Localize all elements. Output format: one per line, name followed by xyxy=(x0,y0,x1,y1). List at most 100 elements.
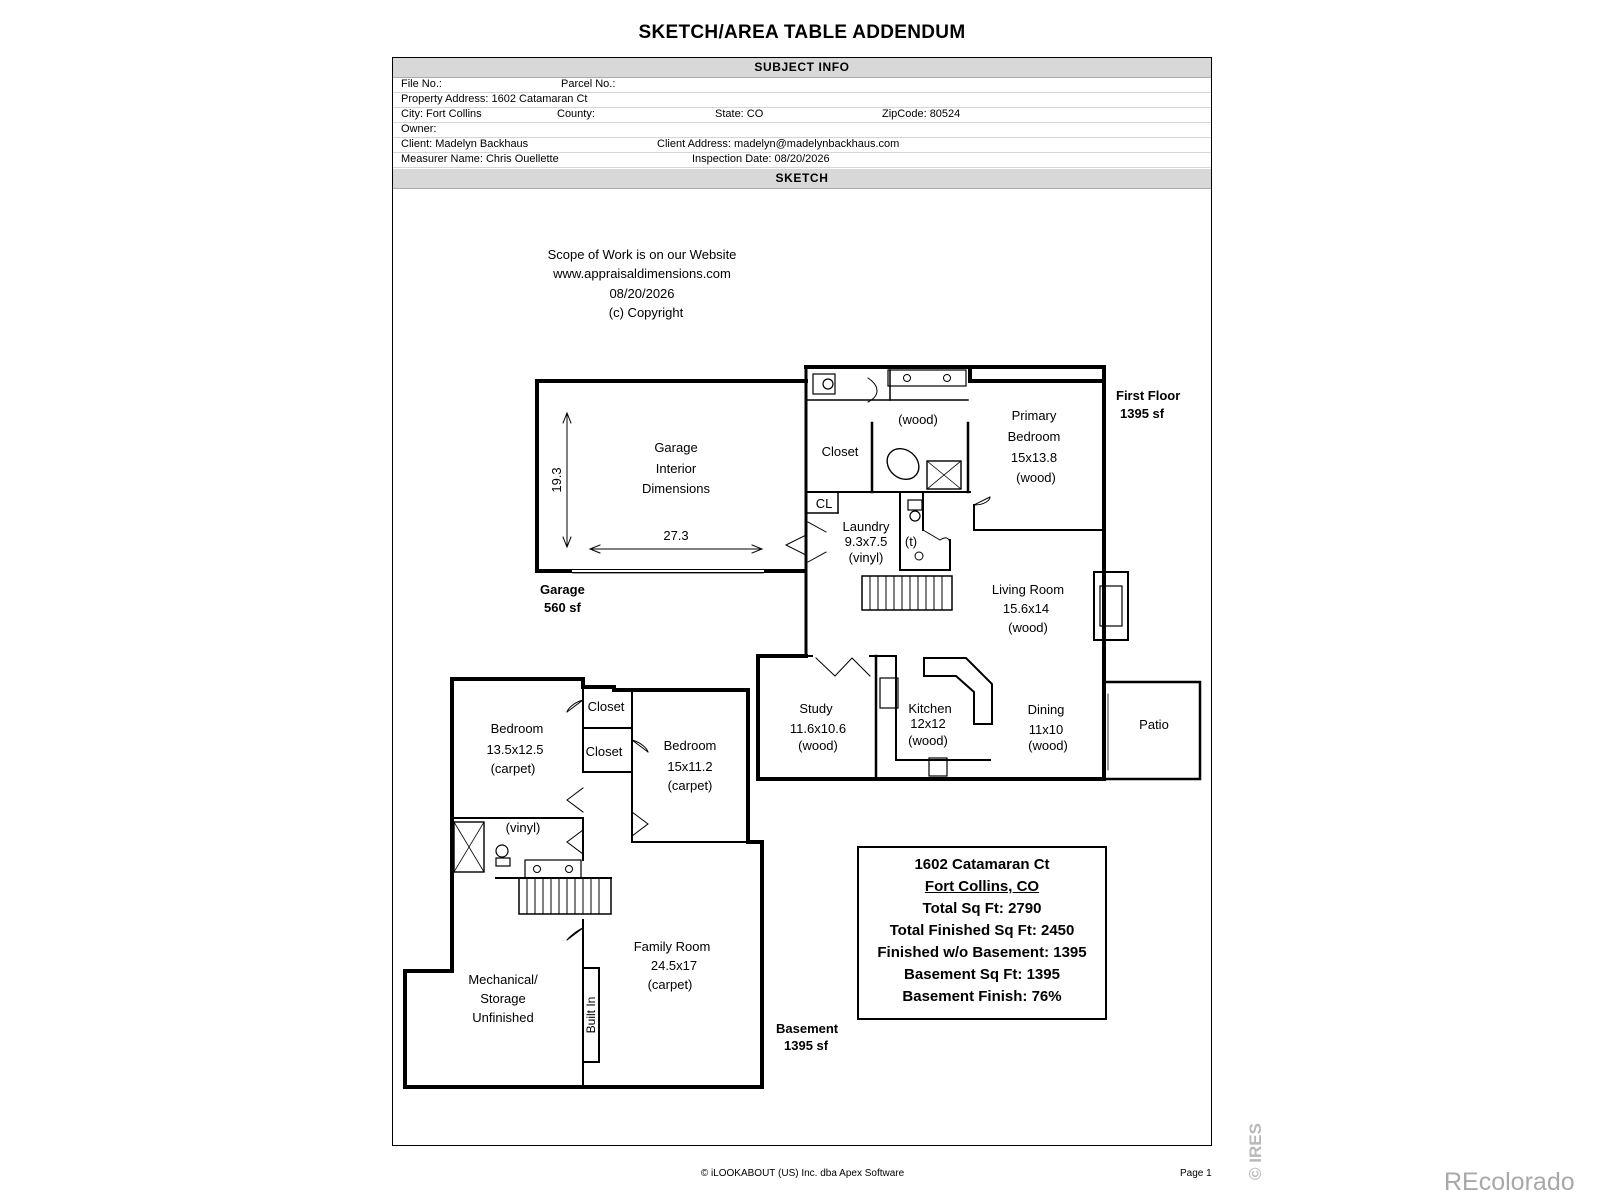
dining-line-2: 11x10 xyxy=(1029,722,1063,737)
door-swing-laundry xyxy=(807,521,827,563)
shower-upper xyxy=(926,460,962,490)
bedroom-left-line-3: (carpet) xyxy=(491,761,536,776)
family-room-line-1: Family Room xyxy=(634,939,711,954)
door-mechanical xyxy=(566,927,584,941)
basement-area: 1395 sf xyxy=(784,1038,829,1053)
shower-basement xyxy=(453,821,485,873)
stairs-basement-treads xyxy=(526,877,600,915)
mechanical-line-2: Storage xyxy=(480,991,526,1006)
door-swing-primary xyxy=(973,496,991,506)
family-room-line-3: (carpet) xyxy=(648,977,693,992)
summary-basement-sqft: Basement Sq Ft: 1395 xyxy=(904,966,1060,983)
door-swing-study-french xyxy=(815,657,871,677)
living-room-line-2: 15.6x14 xyxy=(1003,601,1049,616)
fireplace xyxy=(1093,571,1129,641)
halfbath-toilet xyxy=(909,510,921,522)
first-floor-top-bump xyxy=(804,365,1106,383)
state: State: CO xyxy=(715,108,764,120)
garage-width-label: 27.3 xyxy=(663,528,688,543)
client: Client: Madelyn Backhaus xyxy=(401,138,529,150)
basement-label: Basement xyxy=(776,1021,839,1036)
bedroom-left-line-1: Bedroom xyxy=(491,721,544,736)
door-bedroom-right xyxy=(631,811,649,837)
living-room-line-3: (wood) xyxy=(1008,620,1048,635)
bedroom-left-line-2: 13.5x12.5 xyxy=(486,742,543,757)
mechanical-line-1: Mechanical/ xyxy=(468,972,538,987)
fireplace-box xyxy=(1099,585,1123,627)
basement-outline xyxy=(403,677,764,1089)
scope-line-1: Scope of Work is on our Website xyxy=(548,247,737,262)
basement-sink-1 xyxy=(533,865,541,873)
footer-page-number: Page 1 xyxy=(1180,1168,1212,1179)
study-line-1: Study xyxy=(799,701,833,716)
city: City: Fort Collins xyxy=(401,108,482,120)
family-room-line-2: 24.5x17 xyxy=(651,958,697,973)
garage-label: Garage xyxy=(540,582,585,597)
row-file: File No.: Parcel No.: xyxy=(393,77,1211,93)
built-in-label: Built In xyxy=(584,997,598,1034)
primary-bedroom-line-2: Bedroom xyxy=(1008,429,1061,444)
row-owner: Owner: xyxy=(393,122,1211,138)
closet-b-label: Closet xyxy=(586,744,623,759)
stairs-first-floor-treads xyxy=(869,575,943,611)
toilet-basement xyxy=(495,844,509,858)
kitchen-line-1: Kitchen xyxy=(908,701,951,716)
sketch-header: SKETCH xyxy=(393,169,1211,189)
measurer: Measurer Name: Chris Ouellette xyxy=(401,153,559,165)
summary-total-finished: Total Finished Sq Ft: 2450 xyxy=(889,922,1075,939)
cl-label: CL xyxy=(816,496,833,511)
stairs-first-floor xyxy=(861,575,953,611)
bath-up-label: (wood) xyxy=(898,412,938,427)
area-summary-box: 1602 Catamaran Ct Fort Collins, CO Total… xyxy=(857,846,1107,1020)
dining-line-3: (wood) xyxy=(1028,738,1068,753)
study-line-2: 11.6x10.6 xyxy=(790,721,846,736)
shower-basement-x xyxy=(453,821,485,873)
subject-info-header: SUBJECT INFO xyxy=(393,58,1211,78)
toilet-upper-bowl xyxy=(822,378,834,390)
garage-area: 560 sf xyxy=(544,600,582,615)
door-swing-halfbath xyxy=(922,529,951,546)
closet-up-label: Closet xyxy=(822,444,859,459)
row-city: City: Fort Collins County: State: CO Zip… xyxy=(393,107,1211,123)
door-bedroom-left xyxy=(566,787,584,813)
door-swing-bath xyxy=(867,377,878,403)
garage-depth-label: 19.3 xyxy=(549,467,564,492)
ires-watermark-text: © IRES xyxy=(1246,1123,1265,1180)
owner: Owner: xyxy=(401,123,437,135)
halfbath-sink xyxy=(914,551,924,561)
bedroom-right-line-2: 15x11.2 xyxy=(667,759,712,774)
stairs-basement xyxy=(518,877,612,915)
built-in-cabinet xyxy=(582,967,600,1063)
double-vanity xyxy=(887,369,967,387)
door-bath-basement xyxy=(566,829,584,855)
summary-basement-finish: Basement Finish: 76% xyxy=(902,988,1062,1005)
basement-sink-2 xyxy=(565,865,573,873)
door-closet-b xyxy=(631,739,649,753)
scope-line-4: (c) Copyright xyxy=(609,305,684,320)
scope-line-2: www.appraisaldimensions.com xyxy=(552,266,731,281)
sink-2 xyxy=(943,374,951,382)
range xyxy=(928,757,948,777)
kitchen-island xyxy=(923,657,993,725)
kitchen-line-2: 12x12 xyxy=(910,716,945,731)
garage-interior-line-1: Garage xyxy=(654,440,697,455)
property-address: Property Address: 1602 Catamaran Ct xyxy=(401,93,588,105)
row-client: Client: Madelyn Backhaus Client Address:… xyxy=(393,137,1211,153)
client-address: Client Address: madelyn@madelynbackhaus.… xyxy=(657,138,900,150)
addendum-frame: SUBJECT INFO File No.: Parcel No.: Prope… xyxy=(392,57,1212,1146)
garage-interior-line-3: Dimensions xyxy=(642,481,710,496)
patio-outline xyxy=(1102,680,1202,781)
closet-a-label: Closet xyxy=(588,699,625,714)
sink-1 xyxy=(903,374,911,382)
toilet-upper xyxy=(812,373,836,395)
ires-watermark: © IRES xyxy=(1246,1123,1265,1180)
laundry-line-2: 9.3x7.5 xyxy=(845,534,888,549)
laundry-line-1: Laundry xyxy=(843,519,890,534)
bath-down-label: (vinyl) xyxy=(506,820,541,835)
county: County: xyxy=(557,108,595,120)
basement-vanity xyxy=(524,859,582,879)
summary-address: 1602 Catamaran Ct xyxy=(914,856,1050,873)
primary-bedroom-line-4: (wood) xyxy=(1016,470,1056,485)
first-floor-area: 1395 sf xyxy=(1120,406,1165,421)
